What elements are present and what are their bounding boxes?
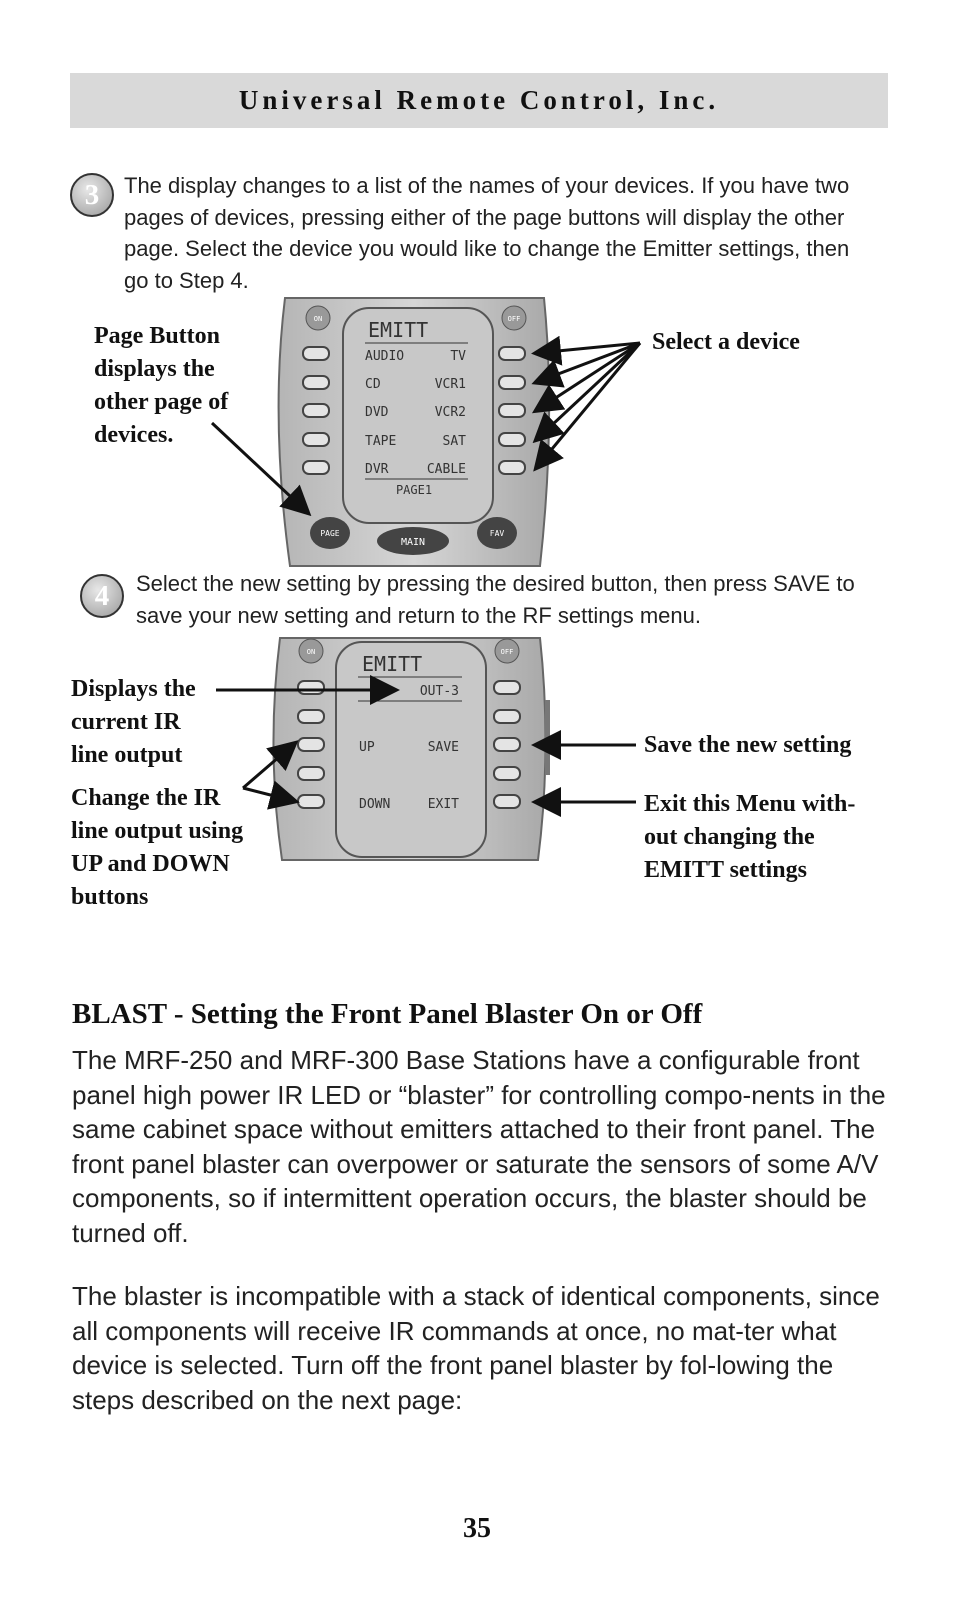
section-title: BLAST - Setting the Front Panel Blaster …	[72, 998, 703, 1030]
left-soft-button-2[interactable]	[302, 375, 330, 390]
left-soft-button-1[interactable]	[302, 346, 330, 361]
power-off-button[interactable]	[501, 305, 527, 331]
save-button[interactable]	[493, 737, 521, 752]
left-soft-button-4[interactable]	[302, 432, 330, 447]
exit-button[interactable]	[493, 794, 521, 809]
screen-item-cable[interactable]: CABLE	[427, 462, 466, 477]
left-soft-button-2-step-4[interactable]	[297, 709, 325, 724]
select-arrow-5	[533, 342, 642, 472]
off-label: OFF	[508, 315, 521, 323]
step-4-text: Select the new setting by pressing the d…	[136, 571, 855, 628]
save-callout: Save the new setting	[644, 732, 852, 758]
select-arrow-1	[531, 335, 641, 366]
page-header: Universal Remote Control, Inc.	[70, 73, 888, 128]
screen-page-indicator: PAGE1	[396, 483, 432, 497]
step-3-number: 3	[84, 178, 100, 211]
left-soft-button-5[interactable]	[302, 460, 330, 475]
screen-item-audio[interactable]: AUDIO	[365, 349, 404, 364]
up-button[interactable]	[297, 737, 325, 752]
power-on-button-step-4[interactable]	[298, 638, 324, 664]
main-button[interactable]	[377, 527, 449, 555]
step-4-number: 4	[94, 579, 110, 612]
screen-current-output: OUT-3	[420, 684, 459, 699]
screen-save[interactable]: SAVE	[428, 740, 459, 755]
screen-title-step-4: EMITT	[362, 652, 422, 676]
up-arrow	[242, 740, 299, 790]
page-button[interactable]	[310, 517, 350, 549]
screen-item-tape[interactable]: TAPE	[365, 434, 396, 449]
step-4-badge: 4	[80, 574, 124, 618]
fav-button[interactable]	[477, 517, 517, 549]
page-button-callout: Page Button displays the other page of d…	[94, 323, 229, 448]
select-device-callout: Select a device	[652, 329, 800, 355]
lcd-screen	[342, 307, 494, 524]
right-soft-button-2-step-4[interactable]	[493, 709, 521, 724]
right-soft-button-4-step-4[interactable]	[493, 766, 521, 781]
down-arrow	[242, 780, 300, 810]
select-arrow-4	[532, 341, 642, 444]
on-label: ON	[314, 315, 322, 323]
select-arrow-2	[531, 341, 641, 388]
screen-title: EMITT	[368, 318, 428, 342]
right-soft-button-1[interactable]	[498, 346, 526, 361]
right-soft-button-1-step-4[interactable]	[493, 680, 521, 695]
screen-item-vcr2[interactable]: VCR2	[435, 405, 466, 420]
screen-item-dvd[interactable]: DVD	[365, 405, 389, 420]
screen-up[interactable]: UP	[359, 740, 375, 755]
right-soft-button-3[interactable]	[498, 403, 526, 418]
screen-item-vcr1[interactable]: VCR1	[435, 377, 466, 392]
power-off-button-step-4[interactable]	[494, 638, 520, 664]
screen-item-dvr[interactable]: DVR	[365, 462, 389, 477]
page-button-arrow	[210, 421, 312, 517]
page-number: 35	[463, 1513, 491, 1544]
down-button[interactable]	[297, 794, 325, 809]
step-3-text: The display changes to a list of the nam…	[124, 173, 850, 293]
screen-item-tv[interactable]: TV	[450, 349, 466, 364]
change-callout: Change the IR line output using UP and D…	[71, 785, 244, 910]
main-button-label: MAIN	[401, 537, 425, 548]
displays-callout: Displays the current IR line output	[71, 676, 196, 768]
screen-item-sat[interactable]: SAT	[443, 434, 467, 449]
step-3-badge: 3	[70, 173, 114, 217]
right-soft-button-4[interactable]	[498, 432, 526, 447]
select-arrow-3	[531, 341, 641, 414]
page-button-label: PAGE	[320, 529, 339, 538]
left-soft-button-1-step-4[interactable]	[297, 680, 325, 695]
on-label-step-4: ON	[307, 648, 315, 656]
screen-item-cd[interactable]: CD	[365, 377, 381, 392]
right-soft-button-2[interactable]	[498, 375, 526, 390]
section-paragraph-1: The MRF-250 and MRF-300 Base Stations ha…	[72, 1045, 886, 1248]
screen-exit[interactable]: EXIT	[428, 797, 459, 812]
right-soft-button-5[interactable]	[498, 460, 526, 475]
left-soft-button-4-step-4[interactable]	[297, 766, 325, 781]
power-on-button[interactable]	[305, 305, 331, 331]
screen-down[interactable]: DOWN	[359, 797, 390, 812]
header-title: Universal Remote Control, Inc.	[238, 85, 720, 115]
off-label-step-4: OFF	[501, 648, 514, 656]
exit-callout: Exit this Menu with-out changing the EMI…	[644, 791, 856, 883]
left-soft-button-3[interactable]	[302, 403, 330, 418]
fav-button-label: FAV	[490, 529, 505, 538]
section-paragraph-2: The blaster is incompatible with a stack…	[72, 1281, 880, 1415]
